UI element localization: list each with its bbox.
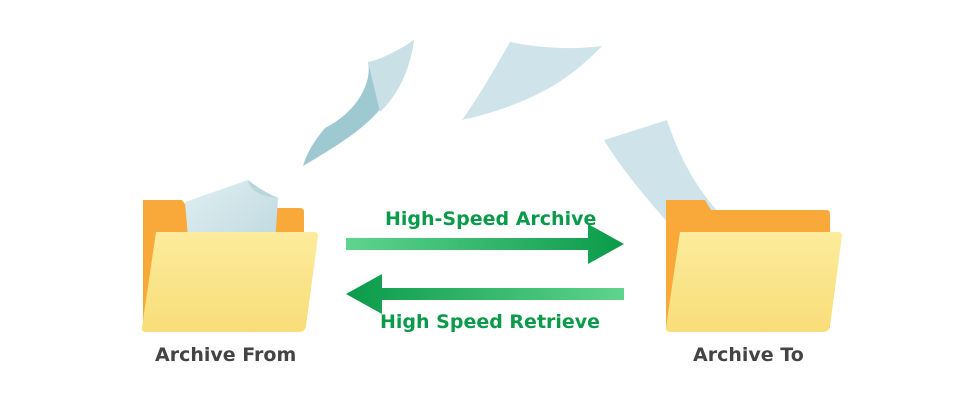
flying-document-icon [303,40,414,166]
source-folder-label: Archive From [155,344,297,366]
archive-arrow-icon [346,224,624,264]
target-folder-icon [665,200,842,332]
retrieve-arrow-icon [346,274,624,314]
flying-document-icon [462,42,602,120]
target-folder-label: Archive To [693,344,804,366]
retrieve-arrow-label: High Speed Retrieve [380,311,601,333]
source-folder-icon [141,180,318,332]
archive-arrow-label: High-Speed Archive [385,208,597,230]
